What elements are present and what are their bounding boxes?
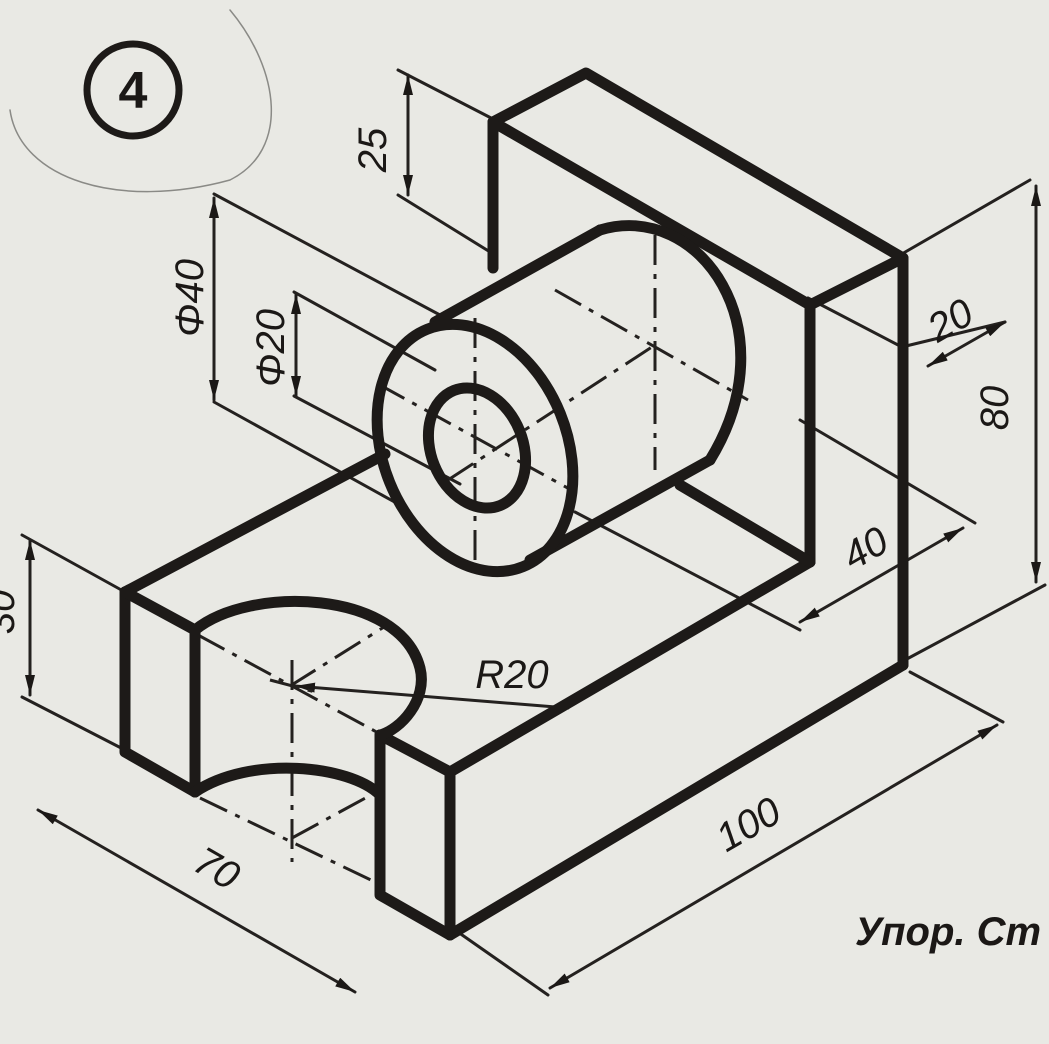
dim-d20-label: Φ20 — [249, 309, 293, 387]
dim-100-label: 100 — [709, 789, 789, 860]
pencil-mark — [9, 9, 272, 193]
figure-number: 4 — [119, 62, 148, 120]
dim-80-label: 80 — [973, 386, 1017, 431]
dim-d40-label: Φ40 — [168, 259, 212, 337]
dim-30-label: 30 — [0, 590, 23, 635]
part-caption: Упор. Ст — [855, 910, 1041, 954]
figure-number-badge: 4 — [83, 40, 183, 140]
center-lines — [197, 235, 749, 884]
extension-lines — [20, 68, 1047, 997]
dimension-texts: 25 Φ40 Φ20 20 80 40 R20 100 70 30 — [0, 127, 1017, 899]
dimension-lines — [25, 73, 1041, 994]
dim-70-label: 70 — [186, 839, 247, 899]
dim-r20-label: R20 — [475, 653, 548, 697]
dim-40-label: 40 — [835, 519, 896, 579]
dim-25-label: 25 — [351, 127, 395, 173]
part-outline — [119, 67, 909, 941]
